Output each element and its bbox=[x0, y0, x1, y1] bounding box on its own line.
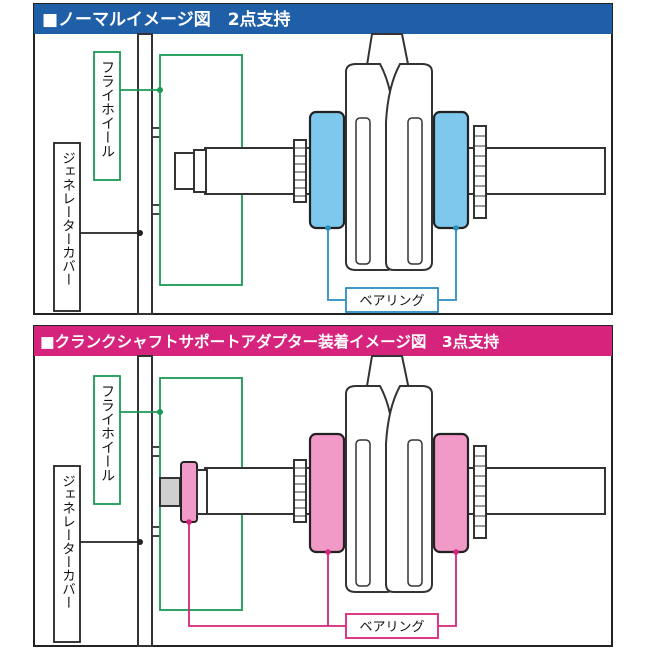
flywheel-label-box bbox=[93, 51, 121, 181]
bearing-label: ベアリング bbox=[359, 294, 424, 309]
bearing-right bbox=[432, 110, 470, 230]
support-adapter-bearing bbox=[180, 461, 198, 523]
crank-nut bbox=[174, 152, 196, 190]
flywheel-label: フライホイール bbox=[99, 60, 115, 158]
bottom-panel-title: ■クランクシャフトサポートアダプター装着イメージ図 3点支持 bbox=[40, 332, 500, 351]
generator-cover-wall bbox=[137, 355, 153, 647]
top-panel-title: ■ノーマルイメージ図 2点支持 bbox=[42, 9, 291, 30]
gear-right bbox=[473, 445, 487, 539]
generator-cover-wall bbox=[137, 33, 153, 315]
gear-right bbox=[473, 125, 487, 219]
bearing-leader bbox=[327, 228, 346, 301]
bottom-panel: ■クランクシャフトサポートアダプター装着イメージ図 3点支持 bbox=[33, 325, 613, 647]
flywheel-label-box bbox=[93, 375, 121, 505]
generator-cover-label: ジェネレーターカバー bbox=[59, 474, 75, 609]
flywheel-label: フライホイール bbox=[99, 384, 115, 482]
top-panel-header bbox=[34, 4, 612, 34]
top-panel: ■ノーマルイメージ図 2点支持 bbox=[33, 3, 613, 315]
bearing-left bbox=[308, 110, 346, 230]
bearing-label-box bbox=[345, 613, 439, 639]
generator-cover-label-box bbox=[53, 465, 81, 643]
bearing-label: ベアリング bbox=[359, 620, 424, 635]
bearing-leader bbox=[188, 522, 346, 627]
gear-left bbox=[293, 139, 307, 203]
generator-cover-label: ジェネレーターカバー bbox=[59, 151, 75, 286]
bottom-panel-header bbox=[34, 326, 612, 356]
gear-left bbox=[293, 459, 307, 523]
crank-nut bbox=[159, 477, 181, 507]
bearing-right bbox=[432, 432, 470, 554]
bearing-left bbox=[308, 432, 346, 554]
generator-cover-label-box bbox=[53, 142, 81, 312]
bearing-label-box bbox=[345, 287, 439, 313]
